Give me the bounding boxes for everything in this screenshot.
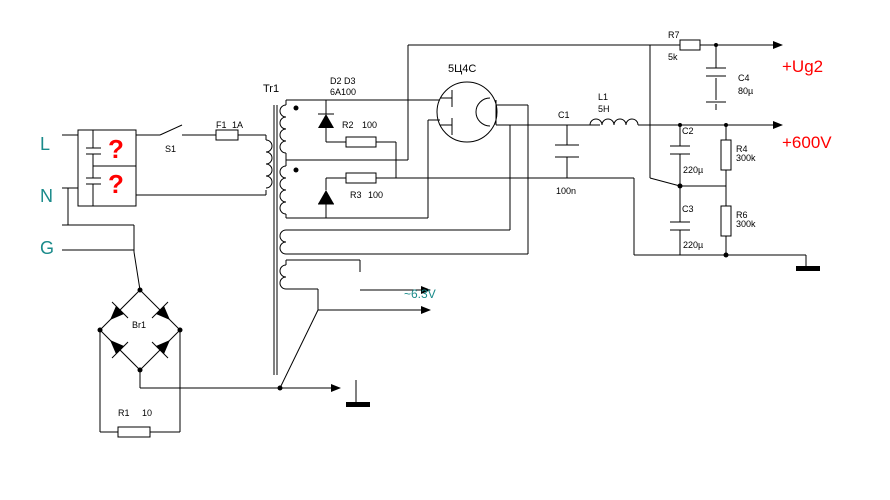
c2-value: 220µ xyxy=(683,165,703,175)
filter-stage: C1 100n L1 5H +600V xyxy=(555,92,832,196)
terminal-g-label: G xyxy=(40,238,54,258)
resistor-r7 xyxy=(679,39,701,51)
l1-value: 5H xyxy=(598,104,610,114)
secondary-wiring: ~6.3V xyxy=(279,99,529,389)
fuse-body xyxy=(215,129,239,141)
c1-label: C1 xyxy=(558,110,570,120)
resistor-r4 xyxy=(720,139,732,171)
r6-label: R6 xyxy=(736,210,748,220)
hv-output-label: +600V xyxy=(782,133,832,152)
ground-symbol-main xyxy=(346,402,370,407)
r7-label: R7 xyxy=(668,30,680,40)
ug2-output-label: +Ug2 xyxy=(782,57,823,76)
c4-value: 80µ xyxy=(738,86,753,96)
reservoir-and-bleeders: C2 220µ C3 220µ R4 300k R6 300k xyxy=(634,123,820,271)
rectifier-tube: 5Ц4С xyxy=(436,63,600,143)
c3-value: 220µ xyxy=(683,240,703,250)
resistor-r2 xyxy=(345,136,377,148)
r4-label: R4 xyxy=(736,144,748,154)
c4-label: C4 xyxy=(738,73,750,83)
terminal-n-label: N xyxy=(40,186,53,206)
top-rail: R7 5k +Ug2 C4 80µ xyxy=(407,30,823,178)
bridge-rectifier: Br1 R1 10 xyxy=(97,225,370,438)
terminal-l-label: L xyxy=(40,134,50,154)
question-mark-1: ? xyxy=(108,134,124,164)
diode-d2 xyxy=(318,114,334,128)
diode-d3 xyxy=(318,190,334,204)
transformer-label: Tr1 xyxy=(263,83,279,95)
bridge-label: Br1 xyxy=(132,320,146,330)
r2-value: 100 xyxy=(362,120,377,130)
fuse-rating: 1A xyxy=(232,120,243,130)
r6-value: 300k xyxy=(736,219,756,229)
fuse-label: F1 xyxy=(216,120,227,130)
resistor-r3 xyxy=(345,172,377,184)
r4-value: 300k xyxy=(736,153,756,163)
r3-value: 100 xyxy=(368,190,383,200)
switch-label: S1 xyxy=(165,144,176,154)
tube-label: 5Ц4С xyxy=(448,63,476,75)
diodes-label: D2 D3 xyxy=(330,76,356,86)
l1-label: L1 xyxy=(598,92,608,102)
transformer-tr1: Tr1 xyxy=(263,83,299,375)
r3-label: R3 xyxy=(350,190,362,200)
question-mark-2: ? xyxy=(108,169,124,199)
diodes-and-resistors: D2 D3 6A100 R2 100 R3 100 xyxy=(318,76,635,255)
switch-and-fuse: S1 F1 1A xyxy=(136,120,267,196)
heater-voltage-label: ~6.3V xyxy=(404,287,436,301)
mains-input: L N G xyxy=(40,134,134,258)
resistor-r6 xyxy=(720,205,732,237)
ground-symbol-hv xyxy=(796,266,820,271)
r1-value: 10 xyxy=(142,408,152,418)
emi-filter-box: ? ? xyxy=(77,129,137,207)
c1-value: 100n xyxy=(556,186,576,196)
c3-label: C3 xyxy=(682,204,694,214)
resistor-r1 xyxy=(117,426,151,438)
r7-value: 5k xyxy=(668,52,678,62)
c2-label: C2 xyxy=(682,126,694,136)
r2-label: R2 xyxy=(342,120,354,130)
r1-label: R1 xyxy=(118,408,130,418)
diode-rating: 6A100 xyxy=(330,87,356,97)
